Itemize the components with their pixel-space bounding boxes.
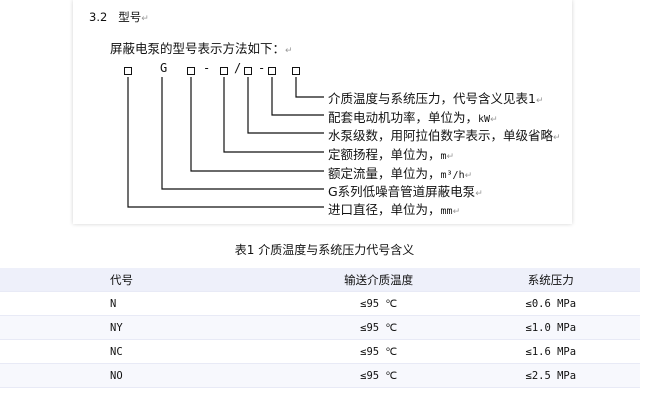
table-row: NC ≤95 ℃ ≤1.6 MPa bbox=[0, 339, 640, 364]
code-dash-2: - bbox=[258, 61, 266, 75]
table-row: NY ≤95 ℃ ≤1.0 MPa bbox=[0, 315, 640, 340]
header-temperature: 输送介质温度 bbox=[295, 268, 462, 292]
box-stages bbox=[244, 67, 252, 75]
desc-rated-head: 定额扬程，单位为，m↵ bbox=[328, 147, 455, 162]
section-title: 型号 bbox=[118, 10, 142, 24]
code-meaning-table: 代号 输送介质温度 系统压力 N ≤95 ℃ ≤0.6 MPa NY ≤95 ℃… bbox=[0, 268, 640, 388]
table-row: N ≤95 ℃ ≤0.6 MPa bbox=[0, 291, 640, 316]
section-number: 3.2 bbox=[89, 10, 108, 24]
code-slash: / bbox=[234, 61, 242, 75]
paragraph-mark: ↵ bbox=[285, 46, 293, 56]
box-head bbox=[220, 67, 228, 75]
intro-text: 屏蔽电泵的型号表示方法如下：↵ bbox=[110, 41, 293, 56]
box-medium-code bbox=[292, 67, 300, 75]
paragraph-mark: ↵ bbox=[141, 14, 149, 24]
leader-lines bbox=[127, 77, 324, 208]
desc-pump-stages: 水泵级数，用阿拉伯数字表示，单级省略↵ bbox=[328, 128, 561, 143]
header-pressure: 系统压力 bbox=[461, 268, 640, 292]
header-code: 代号 bbox=[0, 268, 296, 292]
table-header-row: 代号 输送介质温度 系统压力 bbox=[0, 268, 640, 292]
desc-series: G系列低噪音管道屏蔽电泵↵ bbox=[328, 184, 483, 199]
section-heading: 3.2 型号↵ bbox=[89, 9, 149, 25]
model-diagram-card bbox=[73, 0, 572, 224]
box-power bbox=[268, 67, 276, 75]
desc-medium-temp-pressure: 介质温度与系统压力，代号含义见表1↵ bbox=[328, 91, 544, 106]
box-inlet-diameter bbox=[124, 67, 132, 75]
box-flow bbox=[187, 67, 195, 75]
table-caption: 表1 介质温度与系统压力代号含义 bbox=[234, 243, 415, 257]
desc-rated-flow: 额定流量，单位为，m³/h↵ bbox=[328, 166, 473, 181]
desc-motor-power: 配套电动机功率，单位为，kW↵ bbox=[328, 110, 498, 125]
desc-inlet-diameter: 进口直径，单位为，mm↵ bbox=[328, 202, 461, 217]
code-dash-1: - bbox=[203, 61, 211, 75]
table-row: NO ≤95 ℃ ≤2.5 MPa bbox=[0, 363, 640, 388]
code-g-letter: G bbox=[160, 61, 168, 75]
